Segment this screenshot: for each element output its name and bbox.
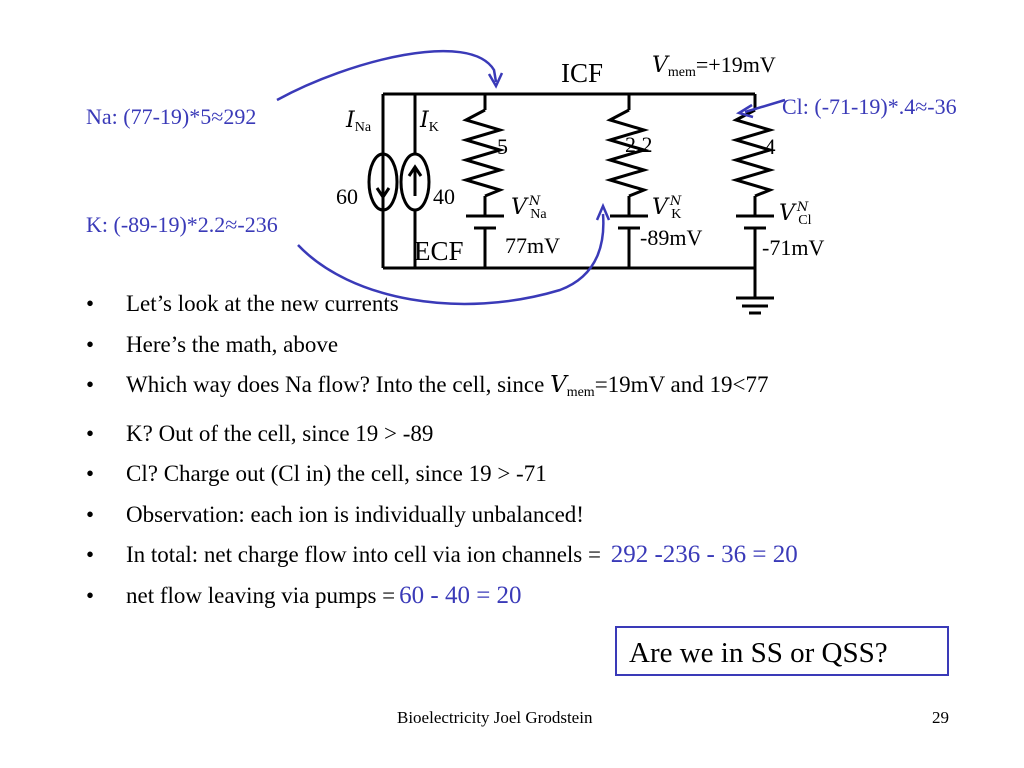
bullet-item: K? Out of the cell, since 19 > -89 (86, 420, 986, 447)
cl-arrowhead (735, 103, 754, 119)
k-arrowhead (595, 202, 611, 221)
bullet-item: Let’s look at the new currents (86, 290, 986, 317)
na-arrow (276, 49, 498, 102)
ecf-label: ECF (414, 236, 464, 266)
vna-value: 77mV (505, 233, 560, 258)
vk-value: -89mV (640, 225, 703, 250)
circuit-diagram (276, 49, 786, 315)
annotation-arrows (276, 49, 786, 306)
na-arrowhead (487, 72, 504, 89)
k-branch (604, 94, 650, 268)
bullet-list: Let’s look at the new currents Here’s th… (86, 290, 986, 622)
pump-na-value: 60 (336, 184, 358, 209)
k-pump-source (399, 152, 431, 212)
cl-arrow (744, 98, 786, 114)
ina-label: INa (346, 108, 372, 135)
pump-k-value: 40 (433, 184, 455, 209)
cl-branch (730, 94, 776, 268)
footer-text: Bioelectricity Joel Grodstein (397, 708, 593, 727)
bullet-item: Cl? Charge out (Cl in) the cell, since 1… (86, 460, 986, 487)
na-pump-source (367, 152, 399, 212)
bullet-item: Which way does Na flow? Into the cell, s… (86, 371, 986, 406)
bullet-item: In total: net charge flow into cell via … (86, 541, 986, 568)
na-branch (460, 94, 506, 268)
r-cl-value: .4 (759, 134, 776, 159)
bullet-item: Here’s the math, above (86, 331, 986, 358)
bullet-item: Observation: each ion is individually un… (86, 501, 986, 528)
bullet-item: net flow leaving via pumps =60 - 40 = 20 (86, 582, 986, 609)
k-annotation: K: (-89-19)*2.2≈-236 (86, 212, 278, 237)
r-k-value: 2.2 (625, 132, 653, 157)
channel-flow-answer: 292 -236 - 36 = 20 (610, 541, 798, 568)
r-na-value: 5 (497, 134, 508, 159)
vmem-label: Vmem=+19mV (652, 52, 776, 80)
question-box: Are we in SS or QSS? (615, 626, 949, 676)
vcl-value: -71mV (762, 235, 825, 260)
ik-label: IK (420, 108, 439, 135)
page-number: 29 (932, 708, 949, 727)
na-annotation: Na: (77-19)*5≈292 (86, 104, 257, 129)
cl-annotation: Cl: (-71-19)*.4≈-36 (782, 94, 957, 119)
pump-flow-answer: 60 - 40 = 20 (399, 581, 522, 609)
icf-label: ICF (561, 58, 604, 88)
